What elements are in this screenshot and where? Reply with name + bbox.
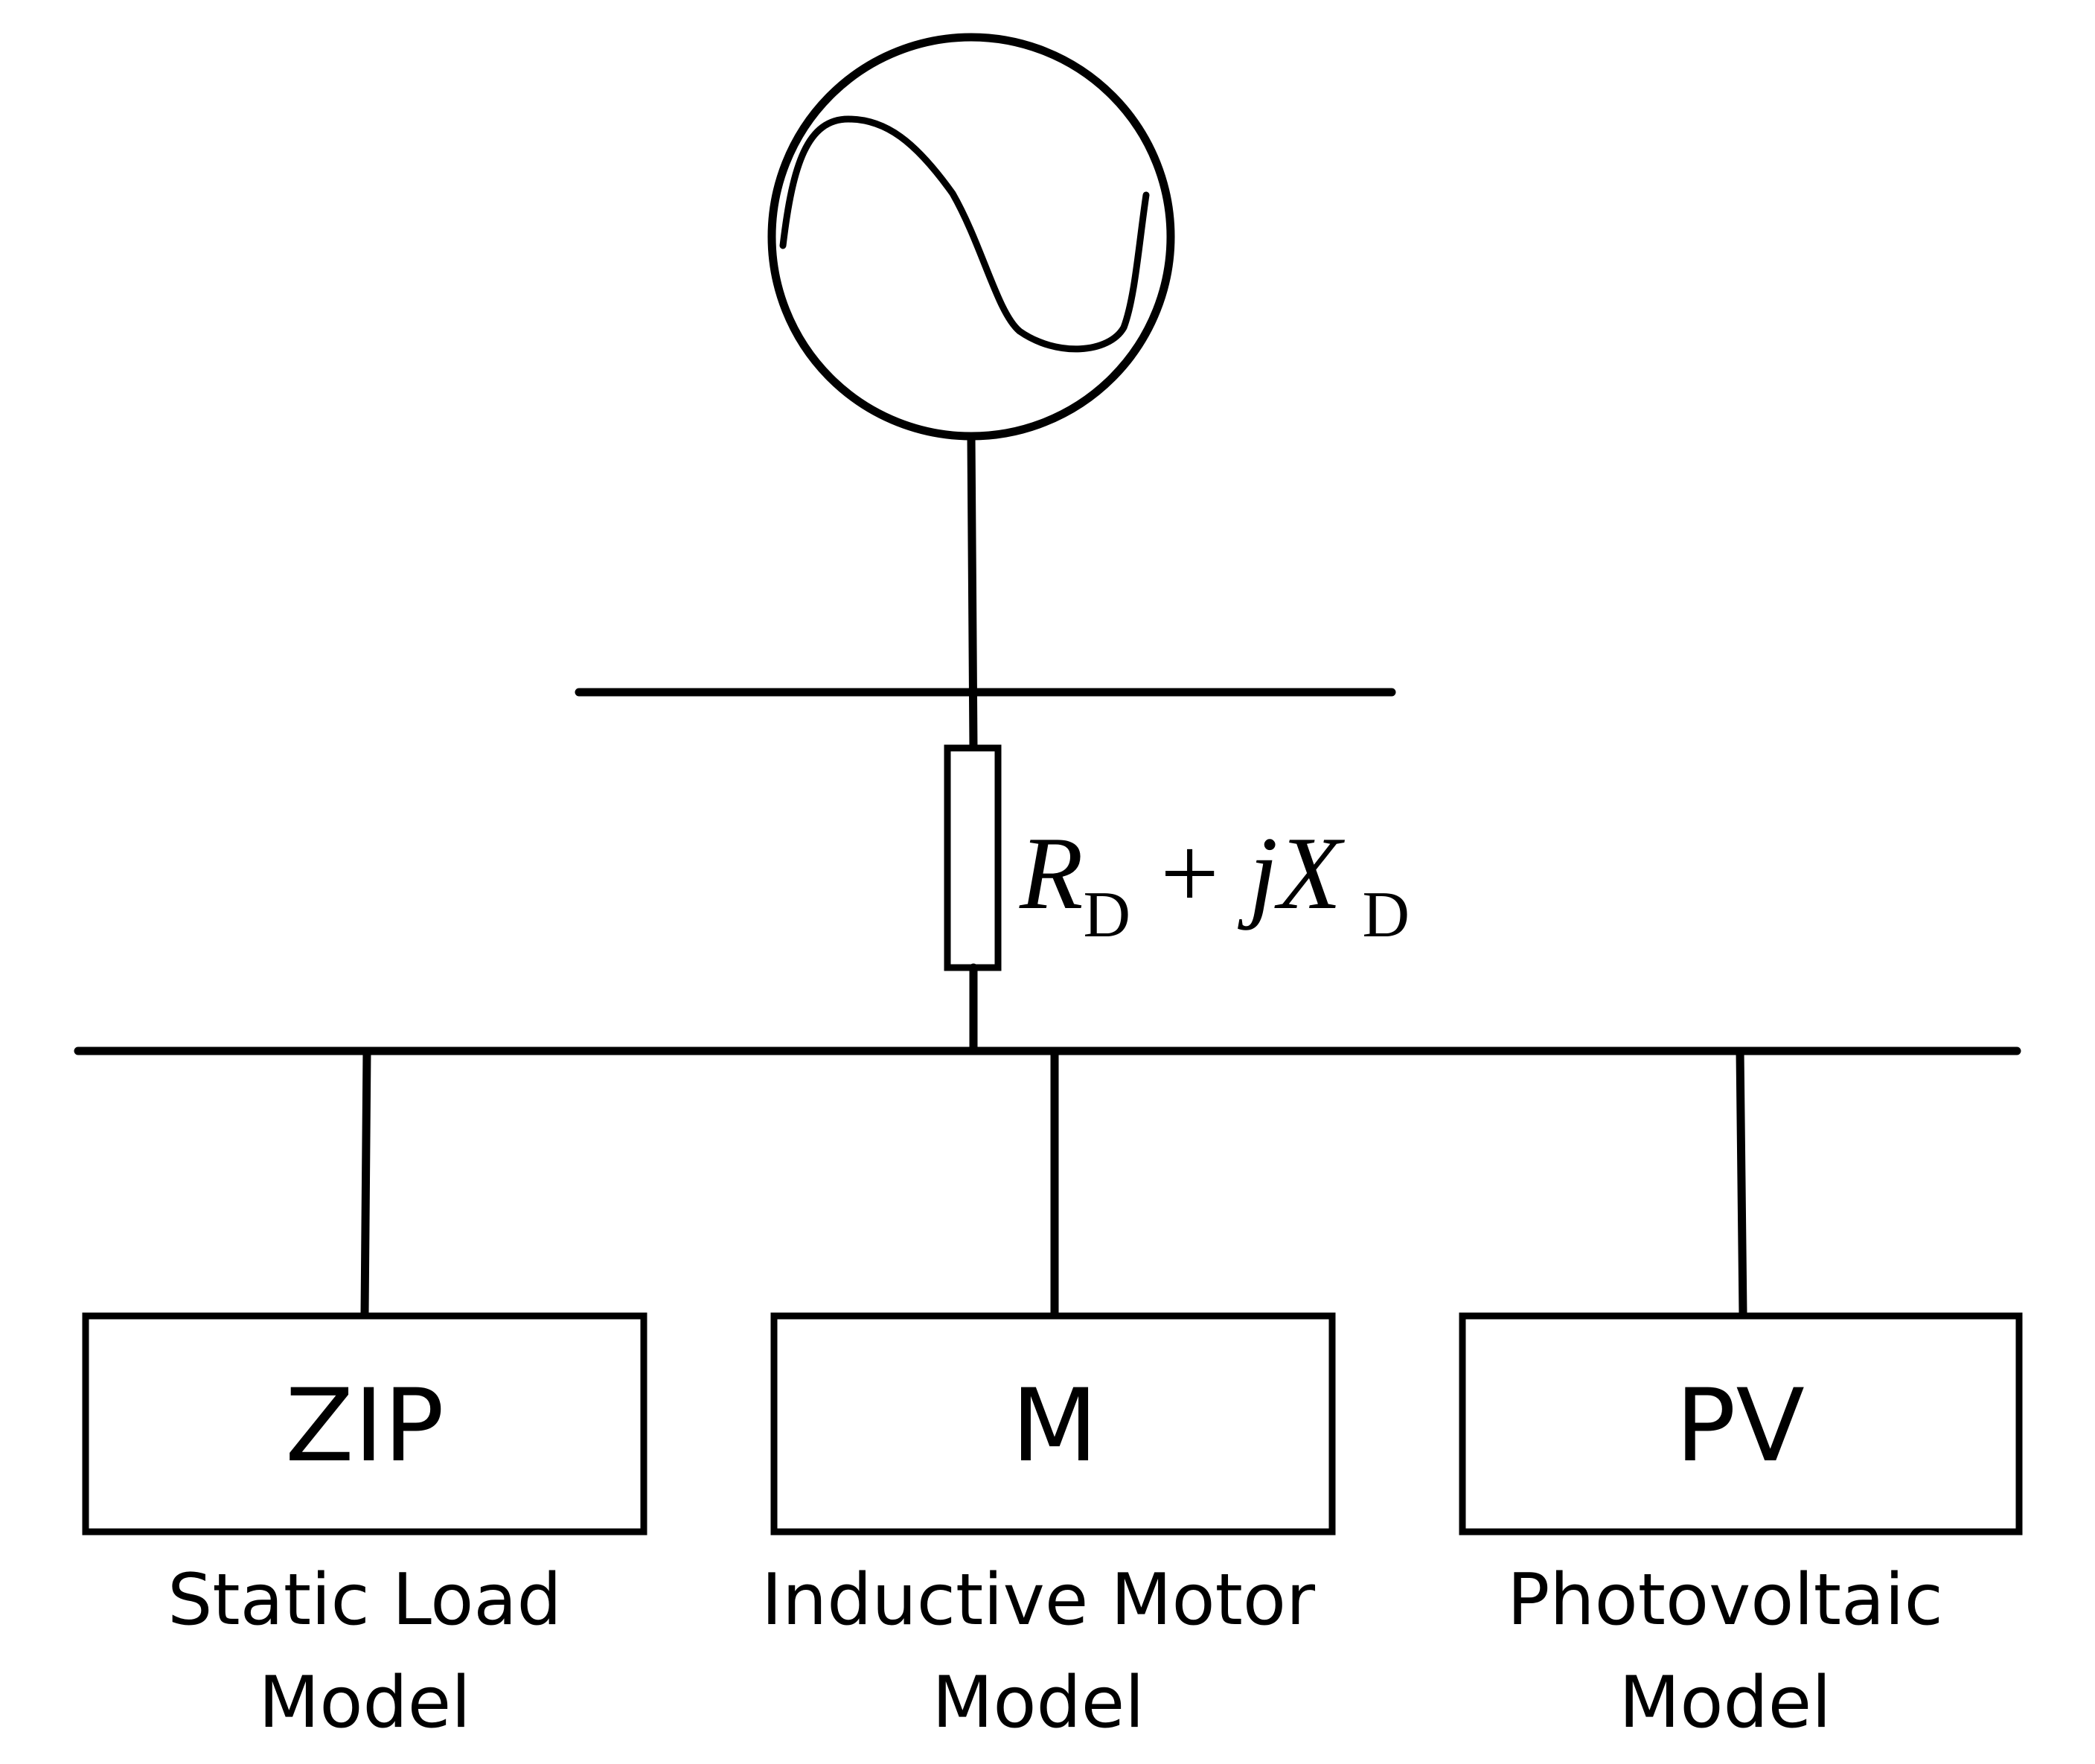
- pv-load-symbol: PV: [1675, 1367, 1805, 1484]
- motor-load-caption-line2: Model: [932, 1662, 1144, 1744]
- impedance-resistor: [944, 744, 1002, 971]
- impedance-j: j: [1238, 816, 1278, 931]
- source-feeder-line: [967, 432, 978, 752]
- motor-load-symbol: M: [1011, 1367, 1098, 1484]
- zip-feeder-line: [360, 1046, 371, 1318]
- pv-feeder-line: [1736, 1046, 1747, 1318]
- motor-load-block: M Inductive Motor Model: [761, 1312, 1336, 1744]
- zip-load-box: [82, 1312, 647, 1535]
- zip-load-symbol: ZIP: [285, 1367, 444, 1484]
- impedance-r-sub: D: [1084, 879, 1131, 951]
- motor-load-caption-line1: Inductive Motor: [761, 1559, 1316, 1641]
- pv-load-box: [1459, 1312, 2023, 1535]
- sine-wave-icon: [779, 115, 1150, 353]
- pv-load-caption-line2: Model: [1619, 1662, 1831, 1744]
- impedance-plus: +: [1160, 816, 1219, 931]
- pv-load-caption-line1: Photovoltaic: [1507, 1559, 1943, 1641]
- zip-load-caption-line1: Static Load: [167, 1559, 562, 1641]
- impedance-r: R: [1019, 816, 1084, 931]
- impedance-x: X: [1274, 816, 1346, 931]
- zip-load-block: ZIP Static Load Model: [82, 1312, 647, 1744]
- impedance-x-sub: D: [1363, 879, 1410, 951]
- pv-load-block: PV Photovoltaic Model: [1459, 1312, 2023, 1744]
- ac-source: [767, 33, 1175, 441]
- zip-load-caption-line2: Model: [258, 1662, 470, 1744]
- motor-load-box: [770, 1312, 1336, 1535]
